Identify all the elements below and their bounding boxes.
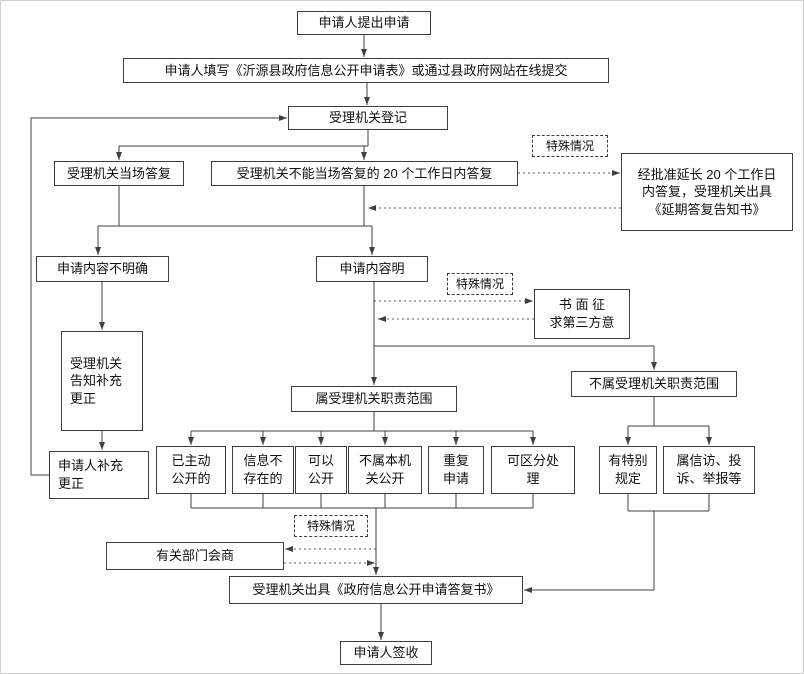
node-special-case-1: 特殊情况 [532, 135, 608, 157]
node-third-party: 书 面 征 求第三方意 [534, 289, 630, 339]
node-separable-handling: 可区分处 理 [491, 446, 575, 494]
node-petition-complaint: 属信访、投 诉、举报等 [663, 446, 755, 494]
node-special-rule: 有特别 规定 [599, 446, 657, 494]
node-proactive-disclosed: 已主动 公开的 [156, 446, 226, 494]
dotted-connectors [284, 170, 621, 566]
node-extension: 经批准延长 20 个工作日 内答复，受理机关出具 《延期答复告知书》 [621, 153, 793, 231]
node-reply-document: 受理机关出具《政府信息公开申请答复书》 [229, 576, 523, 604]
node-fill-form: 申请人填写《沂源县政府信息公开申请表》或通过县政府网站在线提交 [123, 58, 609, 83]
node-info-nonexistent: 信息不 存在的 [232, 446, 294, 494]
node-applicant-supplement: 申请人补充 更正 [49, 451, 149, 499]
node-not-this-organ: 不属本机 关公开 [348, 446, 422, 494]
node-special-case-3: 特殊情况 [294, 515, 368, 537]
solid-connectors [30, 35, 712, 640]
node-notify-supplement: 受理机关 告知补充 更正 [61, 331, 143, 431]
node-register: 受理机关登记 [288, 106, 448, 130]
node-content-unclear: 申请内容不明确 [36, 256, 169, 282]
node-content-clear: 申请内容明 [316, 256, 428, 282]
node-within-20-days: 受理机关不能当场答复的 20 个工作日内答复 [211, 161, 518, 186]
node-dept-consult: 有关部门会商 [106, 542, 284, 570]
node-sign-receive: 申请人签收 [340, 641, 432, 665]
node-out-of-scope: 不属受理机关职责范围 [571, 371, 737, 397]
node-can-disclose: 可以 公开 [295, 446, 347, 494]
node-special-case-2: 特殊情况 [447, 273, 513, 295]
node-start: 申请人提出申请 [297, 11, 431, 35]
node-in-scope: 属受理机关职责范围 [291, 386, 457, 412]
node-onsite-reply: 受理机关当场答复 [54, 161, 184, 186]
node-repeat-request: 重复 申请 [428, 446, 484, 494]
